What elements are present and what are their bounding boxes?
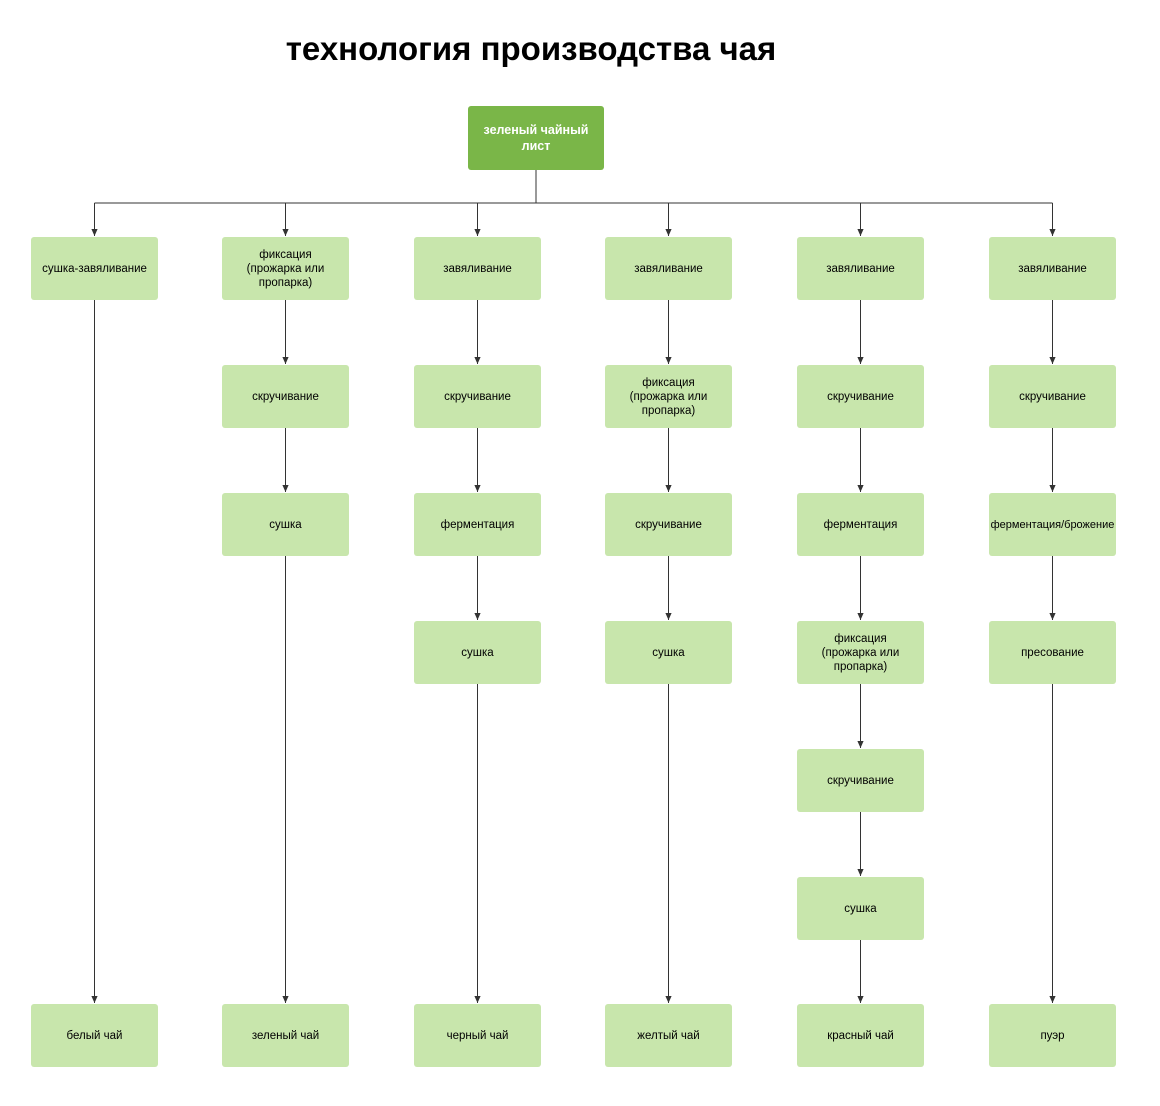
step-node-puer-1: завяливание <box>989 237 1116 300</box>
step-node-black-3: ферментация <box>414 493 541 556</box>
step-node-black-4: сушка <box>414 621 541 684</box>
step-node-red-2: скручивание <box>797 365 924 428</box>
step-node-yellow-1: завяливание <box>605 237 732 300</box>
result-node-puer: пуэр <box>989 1004 1116 1067</box>
step-node-red-1: завяливание <box>797 237 924 300</box>
result-node-yellow: желтый чай <box>605 1004 732 1067</box>
step-node-black-1: завяливание <box>414 237 541 300</box>
step-node-red-4: фиксация (прожарка или пропарка) <box>797 621 924 684</box>
step-node-puer-4: пресование <box>989 621 1116 684</box>
step-node-green-2: скручивание <box>222 365 349 428</box>
step-node-red-5: скручивание <box>797 749 924 812</box>
step-node-red-3: ферментация <box>797 493 924 556</box>
root-node-green-tea-leaf: зеленый чайный лист <box>468 106 604 170</box>
result-node-white: белый чай <box>31 1004 158 1067</box>
step-node-puer-2: скручивание <box>989 365 1116 428</box>
step-node-puer-3: ферментация/брожение <box>989 493 1116 556</box>
result-node-green: зеленый чай <box>222 1004 349 1067</box>
step-node-green-3: сушка <box>222 493 349 556</box>
step-node-black-2: скручивание <box>414 365 541 428</box>
result-node-black: черный чай <box>414 1004 541 1067</box>
result-node-red: красный чай <box>797 1004 924 1067</box>
step-node-yellow-4: сушка <box>605 621 732 684</box>
step-node-white-1: сушка-завяливание <box>31 237 158 300</box>
diagram-title: технология производства чая <box>285 30 777 67</box>
step-node-yellow-2: фиксация (прожарка или пропарка) <box>605 365 732 428</box>
step-node-green-1: фиксация (прожарка или пропарка) <box>222 237 349 300</box>
step-node-red-6: сушка <box>797 877 924 940</box>
step-node-yellow-3: скручивание <box>605 493 732 556</box>
